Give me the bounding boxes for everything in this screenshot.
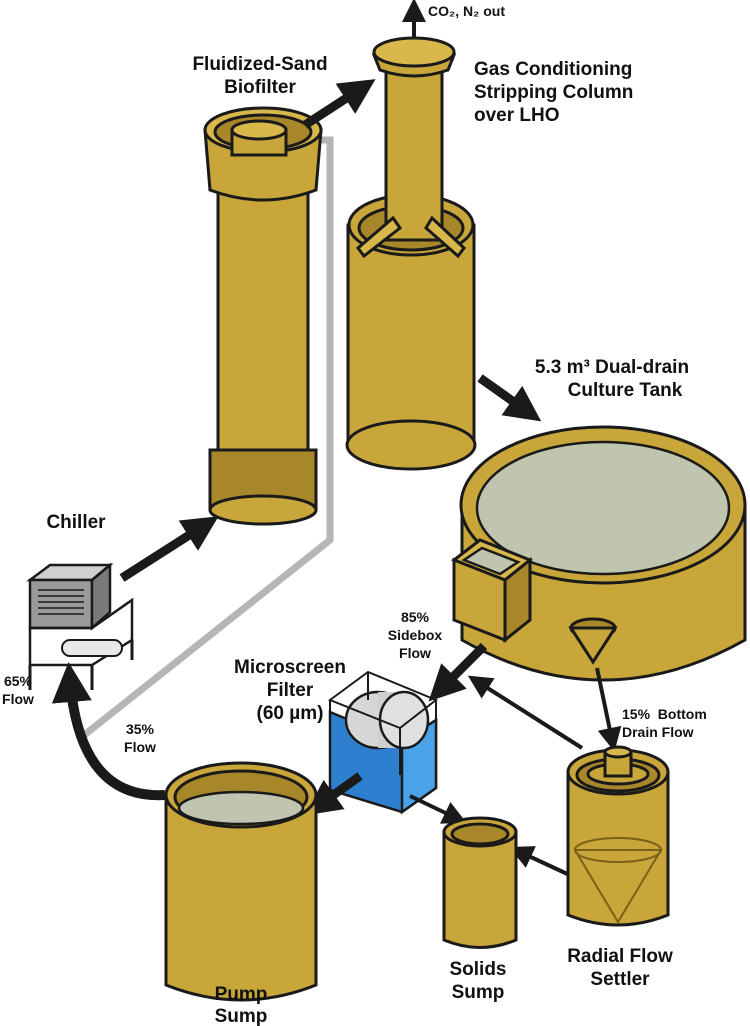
solids-sump-label-line2: Sump [452, 982, 505, 1003]
pump-sump-label-line1: Pump [215, 984, 268, 1005]
arrow-pump-to-chiller [51, 662, 166, 801]
stripping-label-line3: over LHO [474, 105, 560, 126]
flow-35-line1: 35% [126, 721, 155, 737]
arrow-sidebox-to-microscreen [428, 642, 488, 702]
arrow-drain-to-settler [595, 667, 622, 752]
arrow-microscreen-to-solids [409, 794, 467, 824]
microscreen-filter [327, 670, 438, 815]
arrow-settler-to-microscreen [467, 675, 584, 750]
sidebox-flow-line2: Sidebox [388, 627, 443, 643]
stripping-label-line2: Stripping Column [474, 82, 633, 103]
microscreen-label-line1: Microscreen [234, 657, 346, 678]
chiller-label: Chiller [46, 512, 106, 533]
flow-35-line2: Flow [124, 739, 156, 755]
culture-tank [450, 425, 747, 682]
pump-sump [164, 761, 318, 1002]
biofilter [203, 106, 323, 526]
arrow-chiller-to-biofilter [119, 516, 219, 582]
microscreen-label-line2: Filter [267, 680, 314, 701]
settler-label-line2: Settler [590, 969, 650, 990]
solids-sump [442, 816, 518, 949]
stripping-label-line1: Gas Conditioning [474, 59, 632, 80]
bottom-drain-line1: 15% Bottom [622, 706, 707, 722]
biofilter-label-line1: Fluidized-Sand [192, 54, 327, 75]
gas-out-label: CO₂, N₂ out [428, 3, 505, 19]
solids-sump-label-line1: Solids [449, 959, 506, 980]
flow-65-line2: Flow [2, 691, 34, 707]
biofilter-label-line2: Biofilter [224, 77, 296, 98]
arrow-biofilter-to-stripper [302, 79, 376, 129]
chiller [26, 562, 134, 690]
tank-label-line1: 5.3 m³ Dual-drain [535, 357, 689, 378]
pump-sump-label-line2: Sump [215, 1006, 268, 1026]
sidebox-flow-line1: 85% [401, 609, 430, 625]
stripping-column [345, 36, 477, 471]
bottom-drain-line2: Drain Flow [622, 724, 694, 740]
sidebox-flow-line3: Flow [399, 645, 431, 661]
microscreen-label-line3: (60 µm) [257, 703, 324, 724]
arrow-stripper-to-tank [477, 374, 542, 422]
settler-label-line1: Radial Flow [567, 946, 673, 967]
radial-flow-settler [566, 745, 670, 927]
flow-65-line1: 65% [4, 673, 33, 689]
tank-label-line2: Culture Tank [568, 380, 683, 401]
arrow-microscreen-to-pump [304, 772, 363, 816]
